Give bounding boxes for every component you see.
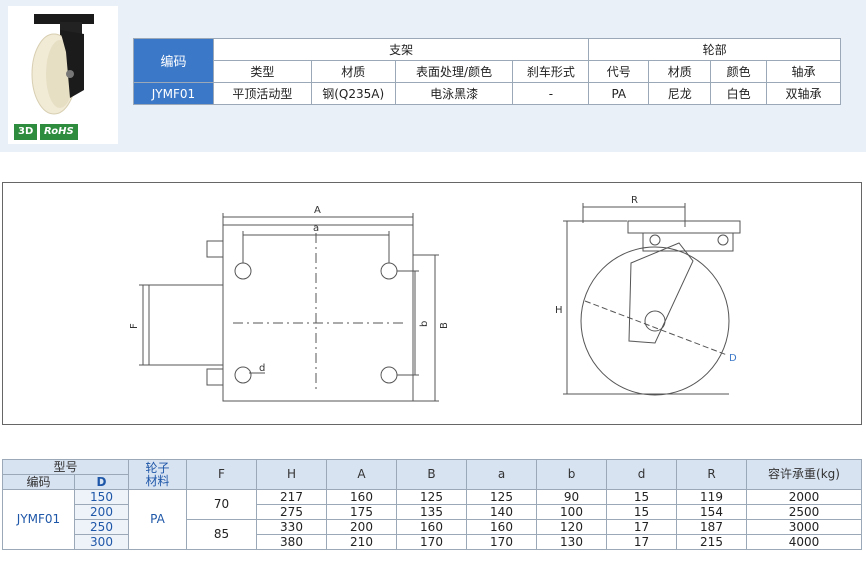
label-H: H <box>555 305 563 316</box>
cell-D: 200 <box>74 504 129 520</box>
cell-b: 120 <box>536 519 607 535</box>
val-type: 平顶活动型 <box>212 82 312 105</box>
cell-load: 2500 <box>746 504 862 520</box>
cell-d: 17 <box>606 534 677 550</box>
val-finish: 电泳黑漆 <box>394 82 514 105</box>
spec-table: 编码 支架 轮部 类型 材质 表面处理/颜色 刹车形式 代号 材质 颜色 轴承 … <box>133 38 841 105</box>
cell-D: 150 <box>74 489 129 505</box>
head-wheel-material: 轮子 材料 <box>128 459 187 490</box>
cell-A: 200 <box>326 519 397 535</box>
cell-A: 175 <box>326 504 397 520</box>
cell-A: 160 <box>326 489 397 505</box>
table-row: JYMF01 150 PA 70 217 160 125 125 90 15 1… <box>2 489 862 550</box>
col-type: 类型 <box>212 60 312 83</box>
label-b: b <box>419 321 430 327</box>
head-b: b <box>536 459 607 490</box>
col-finish: 表面处理/颜色 <box>394 60 514 83</box>
model-code: JYMF01 <box>2 489 75 550</box>
rohs-badge: RoHS <box>40 124 78 140</box>
technical-drawing: A a F b B d R H D <box>2 182 862 425</box>
val-wheel-material: 尼龙 <box>648 82 712 105</box>
val-brake: - <box>512 82 590 105</box>
col-bearing: 轴承 <box>766 60 841 83</box>
cell-R: 119 <box>676 489 747 505</box>
val-wheel-code: PA <box>588 82 650 105</box>
cell-a: 170 <box>466 534 537 550</box>
col-wheel-color: 颜色 <box>710 60 768 83</box>
drawing-canvas: A a F b B d R H D <box>129 195 741 402</box>
cell-F-1: 70 <box>186 489 257 520</box>
label-A: A <box>314 205 321 216</box>
cell-R: 154 <box>676 504 747 520</box>
val-wheel-color: 白色 <box>710 82 768 105</box>
col-brake: 刹车形式 <box>512 60 590 83</box>
cell-B: 170 <box>396 534 467 550</box>
col-material: 材质 <box>310 60 396 83</box>
head-model: 型号 <box>2 459 129 475</box>
table-row: 250 85 330 200 160 160 120 17 187 3000 <box>3 519 862 550</box>
cell-a: 160 <box>466 519 537 535</box>
cell-A: 210 <box>326 534 397 550</box>
cell-H: 380 <box>256 534 327 550</box>
top-plate-view <box>139 213 439 402</box>
code-header: 编码 <box>133 38 214 83</box>
table-row: 200 275 175 135 140 100 15 154 2500 <box>3 504 862 520</box>
cell-d: 15 <box>606 489 677 505</box>
cell-H: 275 <box>256 504 327 520</box>
cell-B: 125 <box>396 489 467 505</box>
wheel-material: PA <box>128 489 187 550</box>
label-R: R <box>631 195 638 206</box>
wheel-header: 轮部 <box>588 38 841 61</box>
cell-a: 125 <box>466 489 537 505</box>
cell-load: 2000 <box>746 489 862 505</box>
caster-wheel-photo: 3D RoHS <box>8 6 118 144</box>
cell-b: 90 <box>536 489 607 505</box>
cell-H: 330 <box>256 519 327 535</box>
cell-d: 15 <box>606 504 677 520</box>
table-row: 300 380 210 170 170 130 17 215 4000 <box>3 534 862 550</box>
head-d: d <box>606 459 677 490</box>
label-d: d <box>259 363 265 374</box>
head-code: 编码 <box>2 474 75 490</box>
product-spec-panel: 3D RoHS 编码 支架 轮部 类型 材质 表面处理/颜色 刹车形式 代号 材… <box>0 0 866 152</box>
col-wheel-code: 代号 <box>588 60 650 83</box>
cell-b: 130 <box>536 534 607 550</box>
side-view <box>563 203 741 396</box>
cell-R: 215 <box>676 534 747 550</box>
cell-load: 4000 <box>746 534 862 550</box>
cell-B: 160 <box>396 519 467 535</box>
cell-b: 100 <box>536 504 607 520</box>
label-a: a <box>313 223 319 234</box>
cell-B: 135 <box>396 504 467 520</box>
size-table: 型号 轮子 材料 F H A B a b d R 容许承重(kg) 编码 D J… <box>2 459 862 550</box>
cell-R: 187 <box>676 519 747 535</box>
row-code: JYMF01 <box>133 82 214 105</box>
cell-F-2: 85 <box>186 519 257 550</box>
caster-wheel-image <box>31 14 94 115</box>
3d-badge: 3D <box>14 124 38 140</box>
cell-a: 140 <box>466 504 537 520</box>
cell-D: 250 <box>74 519 129 535</box>
val-material: 钢(Q235A) <box>310 82 396 105</box>
cell-D: 300 <box>74 534 129 550</box>
bracket-header: 支架 <box>212 38 590 61</box>
head-A: A <box>326 459 397 490</box>
cell-load: 3000 <box>746 519 862 535</box>
label-D: D <box>729 353 737 364</box>
head-B: B <box>396 459 467 490</box>
val-bearing: 双轴承 <box>766 82 841 105</box>
label-F: F <box>129 323 140 329</box>
head-D: D <box>74 474 129 490</box>
col-wheel-material: 材质 <box>648 60 712 83</box>
label-B: B <box>439 322 450 329</box>
cell-d: 17 <box>606 519 677 535</box>
cell-H: 217 <box>256 489 327 505</box>
head-a: a <box>466 459 537 490</box>
head-R: R <box>676 459 747 490</box>
head-load: 容许承重(kg) <box>746 459 862 490</box>
head-F: F <box>186 459 257 490</box>
head-H: H <box>256 459 327 490</box>
